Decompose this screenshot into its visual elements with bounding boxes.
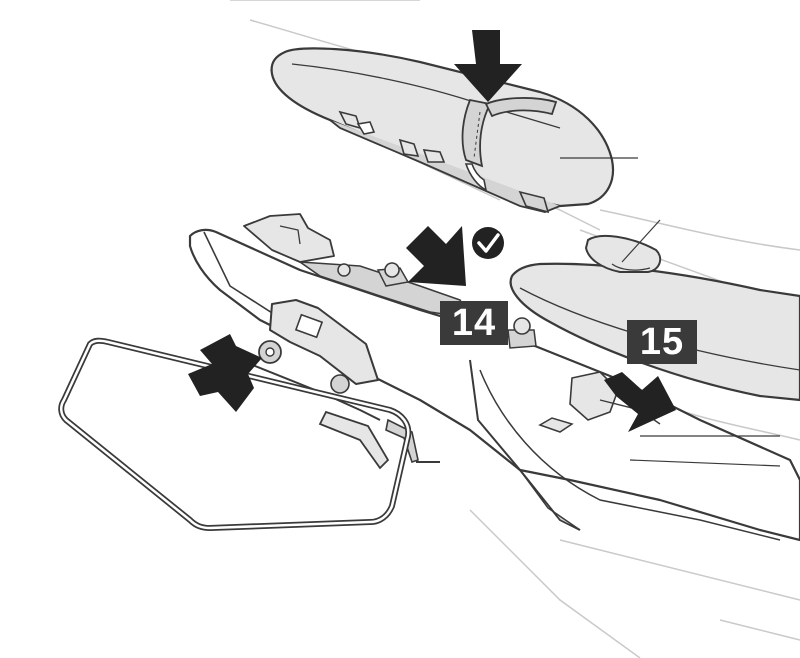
passenger-seat bbox=[270, 47, 638, 214]
check-icon bbox=[472, 227, 504, 259]
side-case-frame bbox=[58, 337, 412, 531]
tail-frame bbox=[188, 213, 800, 542]
mount-knob-14 bbox=[376, 262, 410, 287]
arrow-icon bbox=[604, 372, 676, 432]
arrow-icon bbox=[406, 226, 466, 286]
mount-knob-15 bbox=[507, 317, 537, 349]
step-14-label: 14 bbox=[440, 301, 508, 345]
arrow-icon bbox=[454, 30, 522, 102]
arrow-icon bbox=[188, 334, 262, 412]
step-15-label: 15 bbox=[627, 320, 697, 364]
